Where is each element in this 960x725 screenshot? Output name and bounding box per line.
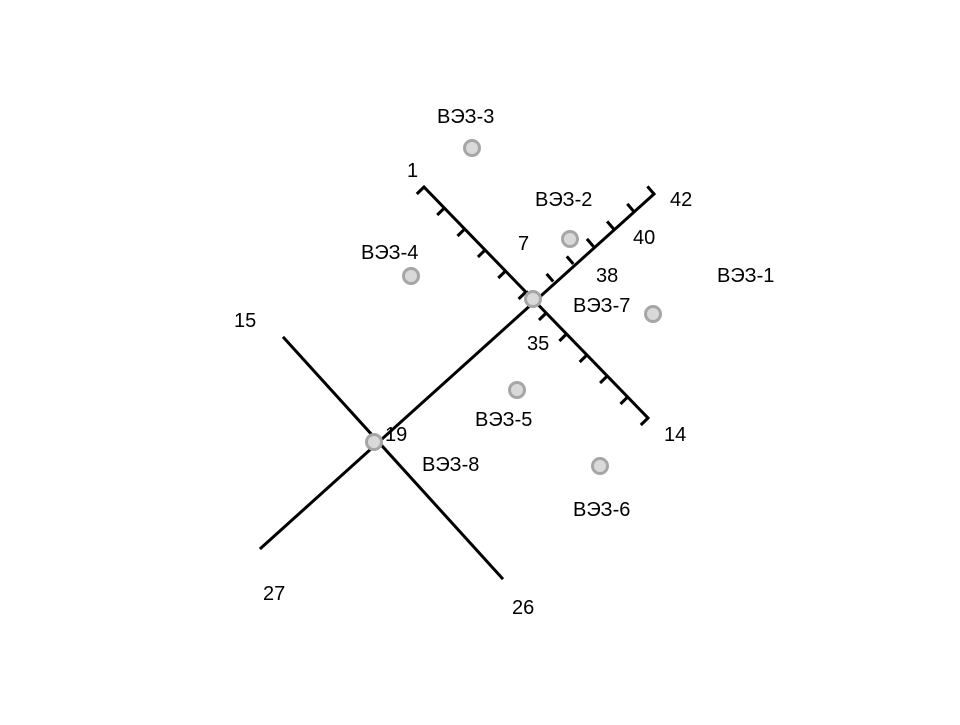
ves-1-point bbox=[644, 305, 662, 323]
ves-labels: ВЭЗ-1 ВЭЗ-2 ВЭЗ-3 ВЭЗ-4 ВЭЗ-5 ВЭЗ-6 ВЭЗ-… bbox=[361, 106, 774, 521]
label-picket-38: 38 bbox=[596, 265, 618, 287]
ves-7-label: ВЭЗ-7 bbox=[573, 295, 630, 317]
picket-labels: 7 19 35 38 40 bbox=[385, 227, 655, 446]
profile-27-42-tick bbox=[545, 272, 555, 283]
ves-5-point bbox=[508, 381, 526, 399]
profile-1-14-tick bbox=[415, 185, 426, 196]
label-picket-35: 35 bbox=[527, 333, 549, 355]
profile-27-42-tick bbox=[565, 255, 575, 265]
ves-3-label: ВЭЗ-3 bbox=[437, 106, 494, 128]
profile-1-14-tick bbox=[476, 248, 487, 259]
profile-1-14-tick bbox=[456, 227, 466, 238]
label-picket-7: 7 bbox=[518, 233, 529, 255]
profile-1-14-tick bbox=[436, 206, 446, 217]
ves-8-point bbox=[365, 433, 383, 451]
ves-1-label: ВЭЗ-1 bbox=[717, 265, 774, 287]
ves-6-point bbox=[591, 457, 609, 475]
profile-27-42-tick bbox=[646, 185, 656, 195]
label-picket-40: 40 bbox=[633, 227, 655, 249]
ves-4-point bbox=[402, 267, 420, 285]
profile-end-labels: 1 14 15 26 27 42 bbox=[234, 160, 692, 619]
label-picket-42: 42 bbox=[670, 189, 692, 211]
profile-line-15-26 bbox=[281, 335, 505, 581]
ves-2-label: ВЭЗ-2 bbox=[535, 189, 592, 211]
label-picket-14: 14 bbox=[664, 424, 686, 446]
ves-8-label: ВЭЗ-8 bbox=[422, 454, 479, 476]
profile-1-14-tick bbox=[537, 311, 548, 322]
ves-4-label: ВЭЗ-4 bbox=[361, 242, 418, 264]
profile-1-14-tick bbox=[517, 290, 527, 301]
ves-3-point bbox=[463, 139, 481, 157]
ves-2-point bbox=[561, 230, 579, 248]
label-picket-27: 27 bbox=[263, 583, 285, 605]
ves-6-label: ВЭЗ-6 bbox=[573, 499, 630, 521]
label-picket-1: 1 bbox=[407, 160, 418, 182]
profile-1-14-tick bbox=[558, 332, 568, 343]
profile-line-27-42 bbox=[258, 191, 657, 551]
ves-5-label: ВЭЗ-5 bbox=[475, 409, 532, 431]
profile-lines-layer bbox=[258, 184, 657, 581]
profile-27-42-tick bbox=[605, 220, 615, 230]
profile-27-42-tick bbox=[626, 202, 635, 213]
ves-points-layer bbox=[365, 139, 662, 475]
label-picket-15: 15 bbox=[234, 310, 256, 332]
profile-1-14-tick bbox=[619, 395, 629, 406]
profile-1-14-tick bbox=[578, 353, 588, 364]
profile-1-14-tick bbox=[599, 374, 609, 385]
ves-7-point bbox=[524, 290, 542, 308]
ticks-profile-1-14 bbox=[415, 185, 650, 427]
label-picket-19: 19 bbox=[385, 424, 407, 446]
profile-27-42-tick bbox=[585, 237, 595, 248]
profile-1-14-tick bbox=[639, 416, 650, 427]
label-picket-26: 26 bbox=[512, 597, 534, 619]
profile-1-14-tick bbox=[497, 269, 507, 280]
